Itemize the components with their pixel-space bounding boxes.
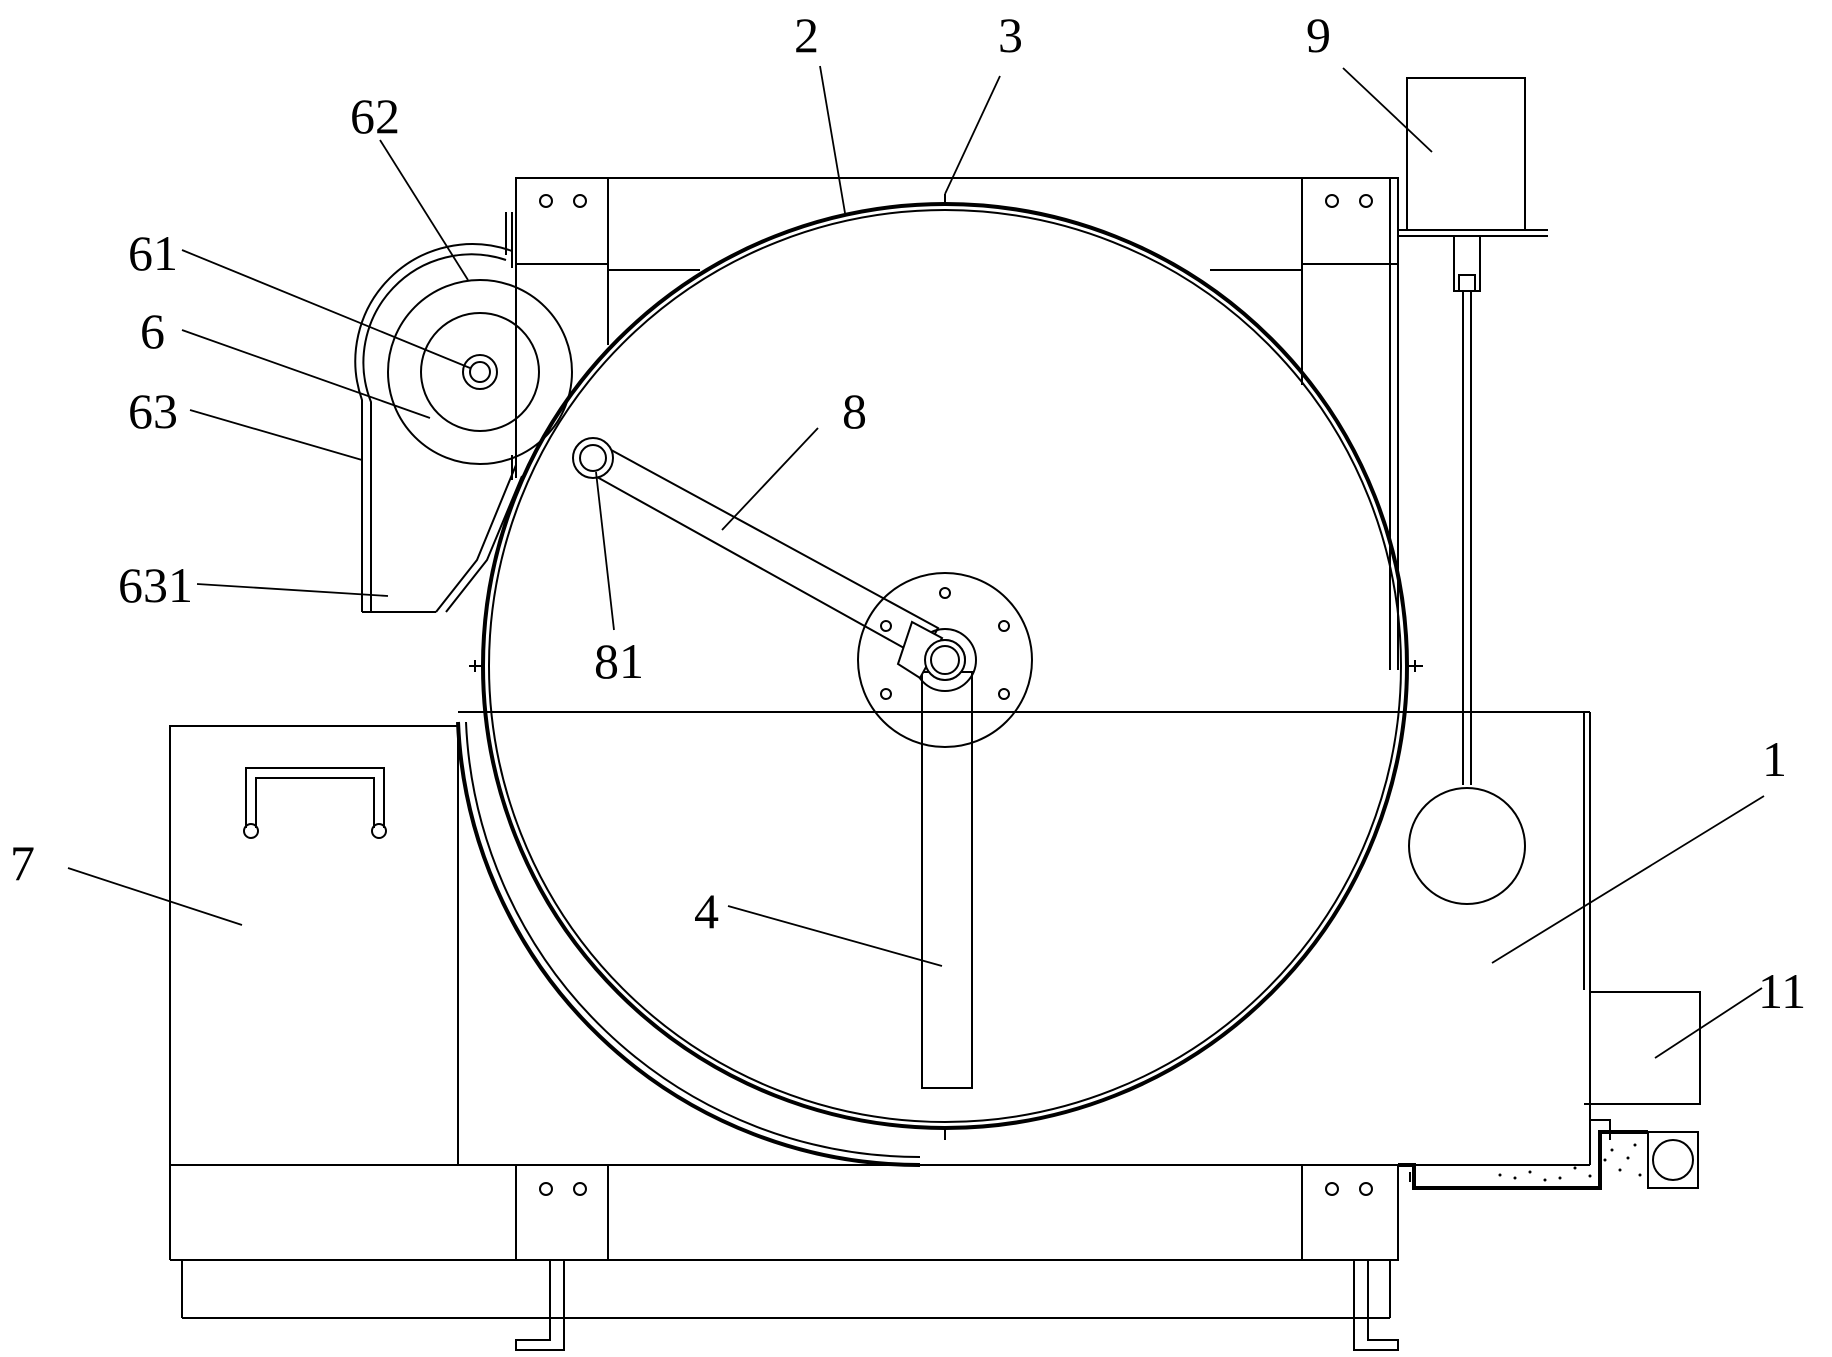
label-61: 61 bbox=[128, 225, 178, 281]
leader-6 bbox=[181, 329, 431, 419]
leader-81 bbox=[595, 471, 615, 631]
label-2: 2 bbox=[794, 7, 819, 63]
drum bbox=[456, 194, 1423, 1168]
leader-2 bbox=[819, 65, 846, 214]
top-frame bbox=[515, 177, 1399, 670]
label-11: 11 bbox=[1758, 963, 1806, 1019]
leader-9 bbox=[1342, 67, 1433, 153]
label-62: 62 bbox=[350, 88, 400, 144]
label-9: 9 bbox=[1306, 7, 1331, 63]
bottom-brackets bbox=[515, 1164, 1399, 1351]
leader-631 bbox=[196, 583, 389, 597]
leader-lines bbox=[67, 65, 1765, 1059]
leader-8 bbox=[721, 427, 819, 531]
label-3: 3 bbox=[998, 7, 1023, 63]
label-81: 81 bbox=[594, 633, 644, 689]
label-63: 63 bbox=[128, 383, 178, 439]
leader-1 bbox=[1491, 795, 1765, 964]
outlet-11 bbox=[1398, 991, 1701, 1190]
leader-4 bbox=[727, 905, 943, 967]
leader-62 bbox=[379, 139, 469, 281]
leader-61 bbox=[181, 249, 471, 369]
reference-labels: 2 3 9 62 61 6 63 631 8 81 7 4 1 11 bbox=[10, 7, 1806, 1019]
label-6: 6 bbox=[140, 303, 165, 359]
leader-11 bbox=[1654, 987, 1763, 1059]
vertical-arm-4 bbox=[921, 671, 973, 1089]
arm-8 bbox=[572, 437, 966, 681]
drain-sediment bbox=[1498, 1143, 1642, 1182]
leader-7 bbox=[67, 867, 243, 926]
label-7: 7 bbox=[10, 835, 35, 891]
motor-9 bbox=[1398, 77, 1548, 905]
scraper-unit-6 bbox=[354, 212, 573, 613]
leader-3 bbox=[944, 75, 1001, 195]
leader-63 bbox=[189, 409, 363, 461]
label-4: 4 bbox=[694, 883, 719, 939]
label-8: 8 bbox=[842, 383, 867, 439]
label-631: 631 bbox=[118, 557, 193, 613]
label-1: 1 bbox=[1762, 731, 1787, 787]
collection-box-7 bbox=[169, 725, 459, 1166]
